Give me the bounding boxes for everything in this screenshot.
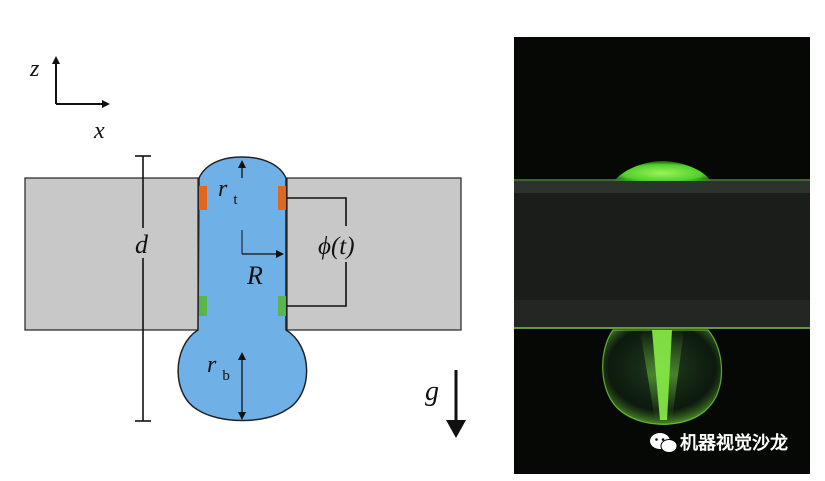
rt-label: r t [218, 176, 238, 208]
rb-label-main: r [207, 352, 217, 378]
gravity-label: g [425, 376, 439, 407]
photo-top-cap [614, 161, 711, 181]
d-label-bg [128, 228, 156, 258]
photo-light-glow [640, 330, 684, 420]
upper-contact-left [199, 186, 207, 210]
watermark: 机器视觉沙龙 [650, 432, 788, 454]
rb-label-sub: b [222, 368, 230, 384]
watermark-text: 机器视觉沙龙 [680, 432, 788, 454]
gravity-arrow-head [446, 420, 466, 438]
phi-label: ϕ(t) [318, 233, 355, 260]
schematic: z x d r t R ϕ(t) [24, 56, 466, 438]
photo-top-band [514, 181, 810, 193]
d-label: d [135, 230, 149, 259]
lower-contact-left [199, 296, 207, 316]
photo-panel: 机器视觉沙龙 [514, 37, 810, 474]
rt-label-sub: t [233, 192, 238, 208]
z-axis-label: z [29, 56, 40, 82]
rb-label: r b [207, 352, 230, 384]
liquid-drop [177, 156, 308, 422]
rt-label-main: r [218, 176, 228, 202]
wechat-icon [650, 433, 678, 453]
R-label: R [246, 261, 263, 290]
lower-contact-right [278, 296, 286, 316]
phi-label-bg [316, 226, 380, 262]
upper-contact-right [278, 186, 286, 210]
x-axis-label: x [93, 118, 105, 144]
photo-lower-band [514, 300, 810, 327]
plate-left [24, 177, 199, 331]
